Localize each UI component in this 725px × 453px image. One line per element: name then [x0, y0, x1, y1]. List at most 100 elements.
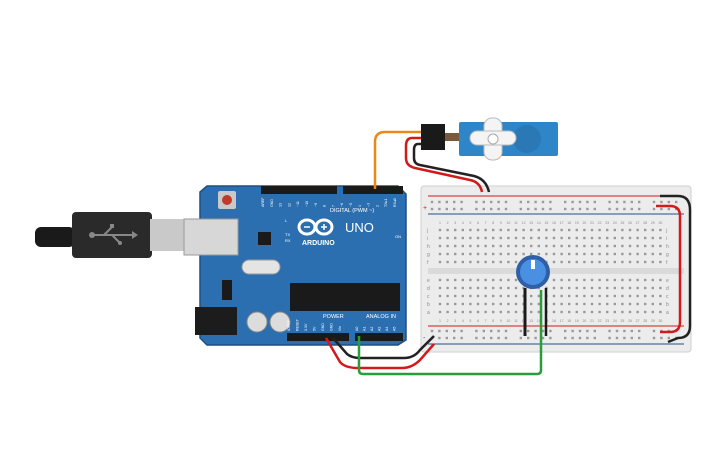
breadboard-rail-hole[interactable]: [578, 336, 582, 340]
breadboard-hole[interactable]: [583, 228, 586, 232]
breadboard-hole[interactable]: [606, 310, 609, 314]
breadboard-hole[interactable]: [590, 310, 594, 314]
breadboard-hole[interactable]: [454, 228, 457, 232]
breadboard-hole[interactable]: [476, 236, 480, 240]
breadboard-rail-hole[interactable]: [638, 207, 641, 211]
breadboard-hole[interactable]: [606, 236, 609, 240]
breadboard-rail-hole[interactable]: [534, 329, 537, 333]
breadboard-rail-hole[interactable]: [460, 200, 463, 204]
breadboard-hole[interactable]: [446, 260, 449, 264]
breadboard-rail-hole[interactable]: [497, 329, 500, 333]
breadboard-hole[interactable]: [537, 286, 540, 290]
usb-cable[interactable]: [35, 212, 186, 258]
breadboard-hole[interactable]: [590, 286, 594, 290]
breadboard-hole[interactable]: [522, 228, 525, 232]
breadboard-hole[interactable]: [636, 228, 639, 232]
breadboard-rail-hole[interactable]: [490, 329, 493, 333]
breadboard-hole[interactable]: [492, 294, 495, 298]
breadboard-rail-hole[interactable]: [519, 329, 522, 333]
breadboard-hole[interactable]: [484, 228, 487, 232]
breadboard-hole[interactable]: [454, 310, 457, 314]
breadboard-hole[interactable]: [438, 252, 442, 256]
breadboard-hole[interactable]: [545, 236, 548, 240]
breadboard-hole[interactable]: [651, 228, 654, 232]
breadboard-hole[interactable]: [560, 302, 563, 306]
breadboard-hole[interactable]: [492, 228, 495, 232]
breadboard-hole[interactable]: [461, 260, 464, 264]
breadboard-rail-hole[interactable]: [608, 200, 611, 204]
breadboard-hole[interactable]: [621, 310, 624, 314]
breadboard-rail-hole[interactable]: [504, 200, 508, 204]
breadboard-rail-hole[interactable]: [593, 329, 596, 333]
arduino-board[interactable]: ARDUINO UNO DIGITAL (PWM ~) POWER ANALOG…: [183, 185, 407, 346]
breadboard-hole[interactable]: [568, 310, 571, 314]
breadboard-hole[interactable]: [552, 260, 556, 264]
breadboard-hole[interactable]: [469, 228, 472, 232]
breadboard-hole[interactable]: [644, 228, 647, 232]
breadboard-hole[interactable]: [499, 260, 502, 264]
breadboard-hole[interactable]: [530, 302, 533, 306]
breadboard-hole[interactable]: [644, 302, 647, 306]
breadboard-hole[interactable]: [613, 278, 616, 282]
breadboard-hole[interactable]: [476, 294, 480, 298]
breadboard-rail-hole[interactable]: [652, 207, 656, 211]
breadboard-hole[interactable]: [651, 244, 654, 248]
breadboard-hole[interactable]: [560, 278, 563, 282]
breadboard-hole[interactable]: [568, 228, 571, 232]
breadboard-rail-hole[interactable]: [549, 336, 552, 340]
breadboard-rail-hole[interactable]: [564, 200, 567, 204]
breadboard-rail-hole[interactable]: [638, 329, 641, 333]
breadboard-hole[interactable]: [499, 236, 502, 240]
breadboard-hole[interactable]: [583, 286, 586, 290]
breadboard-hole[interactable]: [492, 252, 495, 256]
breadboard-rail-hole[interactable]: [430, 207, 434, 211]
breadboard-hole[interactable]: [590, 302, 594, 306]
breadboard-hole[interactable]: [461, 310, 464, 314]
breadboard-rail-hole[interactable]: [527, 200, 530, 204]
breadboard-rail-hole[interactable]: [504, 207, 508, 211]
breadboard-rail-hole[interactable]: [519, 207, 522, 211]
breadboard-hole[interactable]: [651, 252, 654, 256]
breadboard-hole[interactable]: [644, 252, 647, 256]
breadboard-hole[interactable]: [659, 236, 662, 240]
breadboard-rail-hole[interactable]: [504, 336, 508, 340]
breadboard-hole[interactable]: [514, 278, 518, 282]
breadboard-hole[interactable]: [568, 294, 571, 298]
breadboard-hole[interactable]: [644, 236, 647, 240]
breadboard-hole[interactable]: [598, 260, 601, 264]
breadboard-hole[interactable]: [446, 286, 449, 290]
breadboard-hole[interactable]: [476, 252, 480, 256]
breadboard-rail-hole[interactable]: [534, 336, 537, 340]
breadboard-hole[interactable]: [537, 294, 540, 298]
breadboard-rail-hole[interactable]: [541, 329, 545, 333]
breadboard-rail-hole[interactable]: [564, 336, 567, 340]
breadboard-hole[interactable]: [628, 302, 632, 306]
breadboard-rail-hole[interactable]: [660, 200, 663, 204]
breadboard-hole[interactable]: [590, 294, 594, 298]
breadboard-hole[interactable]: [590, 278, 594, 282]
breadboard-hole[interactable]: [476, 244, 480, 248]
breadboard-hole[interactable]: [438, 228, 442, 232]
breadboard-hole[interactable]: [575, 228, 578, 232]
breadboard-hole[interactable]: [598, 286, 601, 290]
breadboard-hole[interactable]: [583, 302, 586, 306]
breadboard-rail-hole[interactable]: [660, 336, 663, 340]
breadboard-hole[interactable]: [644, 310, 647, 314]
breadboard-hole[interactable]: [469, 278, 472, 282]
breadboard-hole[interactable]: [552, 236, 556, 240]
breadboard-hole[interactable]: [568, 252, 571, 256]
breadboard-hole[interactable]: [606, 244, 609, 248]
breadboard-hole[interactable]: [575, 302, 578, 306]
breadboard-hole[interactable]: [636, 294, 639, 298]
breadboard-hole[interactable]: [438, 302, 442, 306]
breadboard-rail-hole[interactable]: [453, 207, 456, 211]
breadboard-hole[interactable]: [651, 286, 654, 290]
breadboard-hole[interactable]: [568, 236, 571, 240]
breadboard-hole[interactable]: [461, 302, 464, 306]
breadboard-rail-hole[interactable]: [527, 207, 530, 211]
breadboard-rail-hole[interactable]: [578, 329, 582, 333]
breadboard-rail-hole[interactable]: [430, 329, 434, 333]
breadboard-rail-hole[interactable]: [608, 336, 611, 340]
breadboard-hole[interactable]: [469, 286, 472, 290]
breadboard-rail-hole[interactable]: [571, 200, 574, 204]
